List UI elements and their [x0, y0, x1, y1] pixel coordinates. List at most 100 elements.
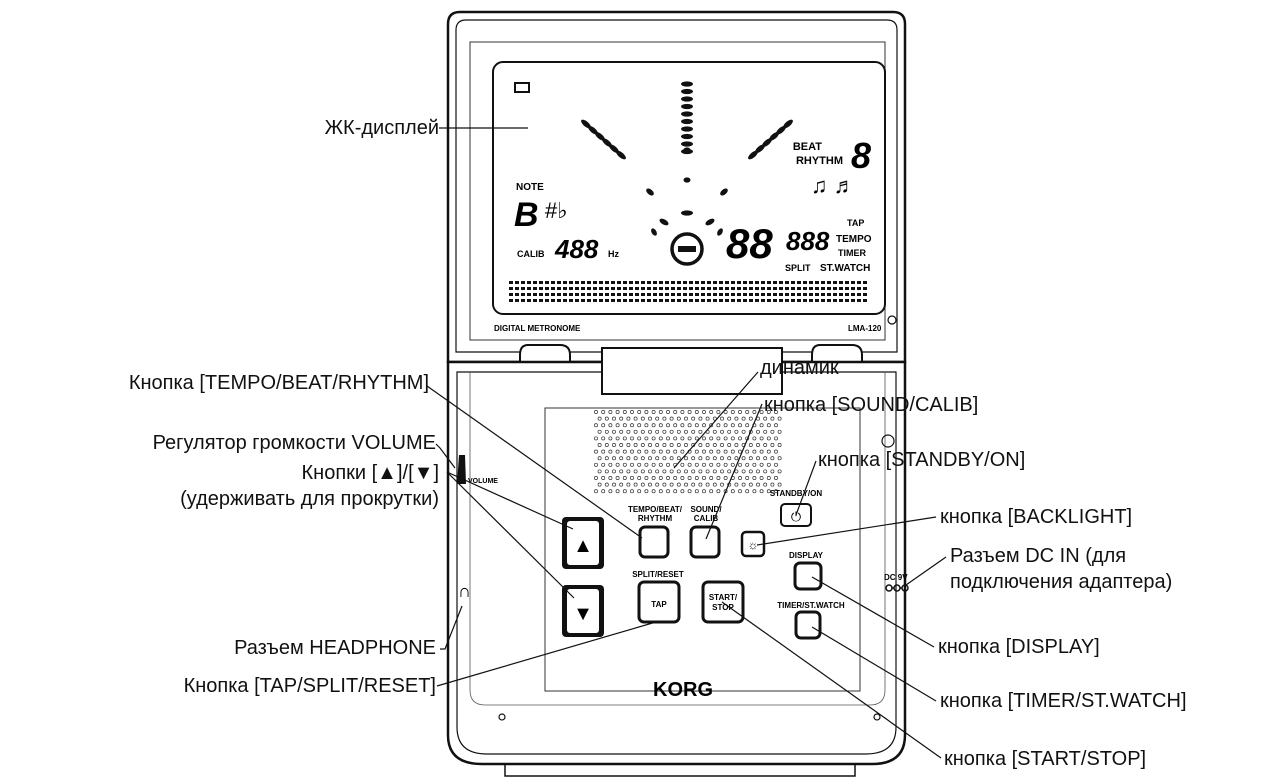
speaker-hole [759, 436, 764, 441]
speaker-hole [676, 429, 681, 434]
lcd-matrix-dot [671, 281, 675, 284]
pendulum-dash [755, 144, 765, 154]
speaker-hole [774, 436, 778, 441]
speaker-hole [774, 462, 778, 467]
lcd-matrix-dot [833, 293, 837, 296]
timer-stwatch-button[interactable] [794, 610, 822, 640]
speaker-hole [730, 423, 735, 428]
lcd-matrix-dot [767, 281, 771, 284]
speaker-hole [622, 423, 627, 428]
leader-backlight [756, 516, 937, 546]
lcd-matrix-dot [641, 299, 645, 302]
speaker-hole [748, 482, 753, 487]
speaker-hole [709, 489, 714, 494]
lcd-matrix-dot [551, 299, 555, 302]
pendulum-dash [720, 188, 728, 196]
speaker-hole [777, 469, 782, 474]
speaker-hole [709, 476, 714, 480]
speaker-hole [730, 489, 735, 494]
speaker-hole [759, 410, 764, 414]
lcd-matrix-dot [521, 287, 525, 290]
lcd-matrix-dot [575, 281, 579, 284]
speaker-hole [612, 443, 616, 447]
lcd-matrix-dot [791, 287, 795, 290]
speaker-hole [763, 416, 768, 421]
pendulum-dash [681, 133, 693, 140]
lcd-matrix-dot [509, 281, 513, 284]
headphone-jack-icon[interactable]: ∩ [458, 581, 471, 601]
pendulum-dash [651, 228, 657, 236]
speaker-hole [630, 476, 634, 480]
speaker-hole [770, 482, 775, 487]
lcd-matrix-dot [635, 293, 639, 296]
speaker-hole [666, 462, 670, 467]
lcd-matrix-dot [827, 299, 831, 302]
lcd-matrix-dot [827, 281, 831, 284]
sound-calib-button[interactable] [689, 525, 721, 559]
lcd-matrix-dot [527, 287, 531, 290]
speaker-hole [759, 489, 764, 494]
speaker-hole [777, 429, 782, 434]
speaker-hole [709, 423, 714, 428]
speaker-hole [644, 436, 649, 441]
lcd-matrix-dot [593, 281, 597, 284]
speaker-hole [662, 443, 667, 447]
tap-split-reset-button[interactable]: TAP [637, 580, 681, 624]
speaker-hole [759, 462, 764, 467]
dc-in-jack[interactable]: DC 9V [884, 573, 909, 592]
speaker-hole [644, 489, 649, 494]
speaker-hole [698, 482, 703, 487]
pendulum-dash [762, 138, 772, 147]
leader-timer [811, 626, 937, 702]
speaker-hole [770, 443, 775, 447]
pendulum-dash [681, 126, 693, 132]
speaker-hole [730, 462, 735, 467]
display-button[interactable] [793, 561, 823, 591]
lcd-matrix-dot [641, 287, 645, 290]
up-button[interactable]: ▲ [562, 517, 604, 569]
speaker-hole [615, 449, 620, 454]
speaker-hole [716, 449, 721, 454]
timer-button-label: TIMER/ST.WATCH [777, 601, 845, 610]
speaker-hole [644, 423, 649, 428]
speaker-hole [745, 489, 750, 494]
speaker-hole [763, 443, 768, 447]
lcd-hz-label: Hz [608, 249, 619, 259]
lcd-matrix-dot [695, 299, 699, 302]
speaker-hole [774, 476, 778, 480]
lcd-matrix-dot [743, 287, 747, 290]
speaker-hole [680, 462, 685, 467]
speaker-hole [658, 436, 663, 441]
lcd-matrix-dot [671, 299, 675, 302]
callout-headphone: Разъем HEADPHONE [234, 637, 436, 659]
callout-backlight-button: кнопка [BACKLIGHT] [940, 506, 1133, 528]
down-button[interactable]: ▼ [562, 585, 604, 637]
lcd-matrix-dot [701, 299, 705, 302]
speaker-hole [608, 423, 613, 428]
lcd-matrix-dot [545, 293, 549, 296]
speaker-hole [734, 456, 739, 461]
callout-arrows-line2: (удерживать для прокрутки) [180, 488, 439, 510]
lcd-matrix-dot [599, 281, 603, 284]
speaker-hole [738, 476, 742, 480]
lcd-matrix-dot [719, 287, 723, 290]
speaker-hole [655, 482, 660, 487]
lcd-matrix-dot [665, 299, 669, 302]
speaker-hole [669, 443, 674, 447]
lcd-calib-label: CALIB [517, 249, 545, 259]
speaker-hole [644, 449, 649, 454]
speaker-hole [694, 476, 699, 480]
volume-knob[interactable] [457, 455, 466, 484]
leader-standby [795, 460, 817, 516]
speaker-hole [601, 410, 606, 414]
speaker-hole [612, 469, 616, 474]
speaker-hole [655, 469, 660, 474]
leader-headphone [440, 605, 463, 650]
speaker-hole [756, 456, 760, 461]
speaker-hole [687, 410, 692, 414]
speaker-hole [684, 456, 688, 461]
start-button-text: START/ [709, 593, 738, 602]
speaker-hole [594, 462, 598, 467]
speaker-hole [604, 456, 609, 461]
tempo-beat-rhythm-button[interactable] [638, 525, 670, 559]
